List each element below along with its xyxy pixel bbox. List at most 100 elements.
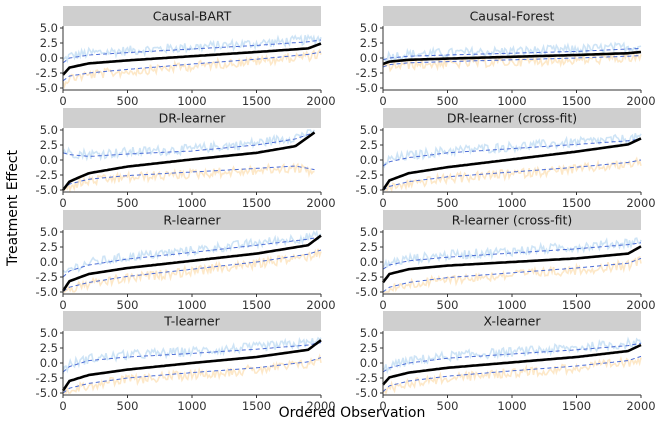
y-tick-label: 0.0 (40, 356, 58, 370)
x-tick-label: 2000 (306, 94, 335, 108)
y-tick-label: -2.5 (36, 168, 58, 182)
y-tick-label: 5.0 (40, 326, 58, 340)
y-axis-title: Treatment Effect (5, 150, 21, 267)
upper-interval-line (62, 39, 322, 64)
lower-noise-band (62, 48, 322, 90)
upper-noise-band (62, 129, 316, 162)
x-tick-label: 0 (379, 94, 386, 108)
x-tick-label: 1500 (562, 399, 591, 413)
estimate-line (382, 50, 642, 66)
lower-interval-line (382, 55, 642, 68)
estimate-line (61, 131, 316, 191)
y-tick-label: 5.0 (360, 123, 378, 137)
y-tick-label: 0.0 (40, 153, 58, 167)
x-tick-label: 1000 (497, 399, 526, 413)
x-tick-label: 2000 (306, 399, 335, 413)
x-tick-label: 500 (437, 298, 459, 312)
upper-noise-band (382, 132, 642, 169)
y-tick-label: 0.0 (360, 153, 378, 167)
y-tick-label: 5.0 (40, 21, 58, 35)
lower-noise-band (62, 353, 322, 394)
x-tick-label: 2000 (306, 196, 335, 210)
y-tick-label: -2.5 (356, 168, 378, 182)
upper-interval-line (62, 342, 322, 373)
x-tick-label: 500 (437, 399, 459, 413)
facet-title: Causal-BART (153, 9, 232, 24)
x-tick-label: 2000 (306, 298, 335, 312)
x-tick-label: 500 (437, 196, 459, 210)
estimate-line (61, 234, 322, 292)
x-tick-label: 2000 (626, 298, 655, 312)
lower-noise-band (382, 256, 642, 293)
facet-title: DR-learner (cross-fit) (447, 111, 577, 126)
x-axis-title: Ordered Observation (279, 405, 426, 421)
y-tick-label: 5.0 (40, 123, 58, 137)
y-tick-label: 5.0 (40, 225, 58, 239)
lower-noise-band (382, 355, 642, 396)
facet-strip (383, 6, 641, 26)
facet-strip (63, 210, 321, 230)
facet-title: X-learner (484, 314, 542, 329)
y-tick-label: 5.0 (360, 225, 378, 239)
facet-strip (383, 210, 641, 230)
y-tick-label: -5.0 (36, 285, 58, 299)
x-tick-label: 1000 (497, 94, 526, 108)
y-tick-label: -2.5 (356, 66, 378, 80)
x-tick-label: 1000 (177, 298, 206, 312)
facet-strip (63, 311, 321, 331)
lower-interval-line (62, 357, 322, 394)
facet-title: DR-learner (159, 111, 227, 126)
y-tick-label: 2.5 (360, 341, 378, 355)
x-tick-label: 1000 (177, 196, 206, 210)
x-tick-label: 0 (379, 196, 386, 210)
x-tick-label: 1500 (242, 399, 271, 413)
estimate-line (381, 137, 642, 191)
y-tick-label: -2.5 (36, 270, 58, 284)
upper-interval-line (382, 138, 642, 167)
y-tick-label: 2.5 (40, 138, 58, 152)
y-tick-label: -5.0 (356, 285, 378, 299)
y-tick-label: 2.5 (40, 36, 58, 50)
y-tick-label: -5.0 (36, 183, 58, 197)
x-tick-label: 0 (59, 298, 66, 312)
x-tick-label: 1500 (242, 94, 271, 108)
lower-noise-band (63, 248, 322, 293)
x-tick-label: 0 (59, 94, 66, 108)
x-tick-label: 500 (117, 298, 139, 312)
facet-strip (63, 6, 321, 26)
facet-panel: DR-learner (cross-fit)-5.0-2.50.02.55.00… (356, 108, 656, 210)
facet-title: R-learner (163, 213, 221, 228)
y-tick-label: 2.5 (40, 341, 58, 355)
x-tick-label: 1000 (497, 196, 526, 210)
y-tick-label: 2.5 (360, 138, 378, 152)
y-tick-label: 0.0 (360, 255, 378, 269)
y-tick-label: 2.5 (360, 240, 378, 254)
lower-interval-line (382, 159, 642, 191)
upper-noise-band (62, 229, 322, 273)
x-tick-label: 0 (59, 196, 66, 210)
x-tick-label: 500 (117, 94, 139, 108)
y-tick-label: -2.5 (356, 270, 378, 284)
lower-interval-line (62, 51, 322, 82)
y-tick-label: -5.0 (356, 81, 378, 95)
x-tick-label: 1500 (562, 196, 591, 210)
y-tick-label: 0.0 (360, 356, 378, 370)
x-tick-label: 0 (379, 399, 386, 413)
x-tick-label: 1000 (177, 94, 206, 108)
y-tick-label: -2.5 (36, 371, 58, 385)
x-tick-label: 2000 (626, 399, 655, 413)
y-tick-label: -5.0 (36, 81, 58, 95)
x-tick-label: 500 (117, 196, 139, 210)
estimate-line (382, 343, 642, 386)
facet-strip (383, 108, 641, 128)
lower-noise-band (63, 162, 315, 193)
y-tick-label: 5.0 (360, 21, 378, 35)
estimate-line (61, 339, 322, 392)
x-tick-label: 500 (117, 399, 139, 413)
